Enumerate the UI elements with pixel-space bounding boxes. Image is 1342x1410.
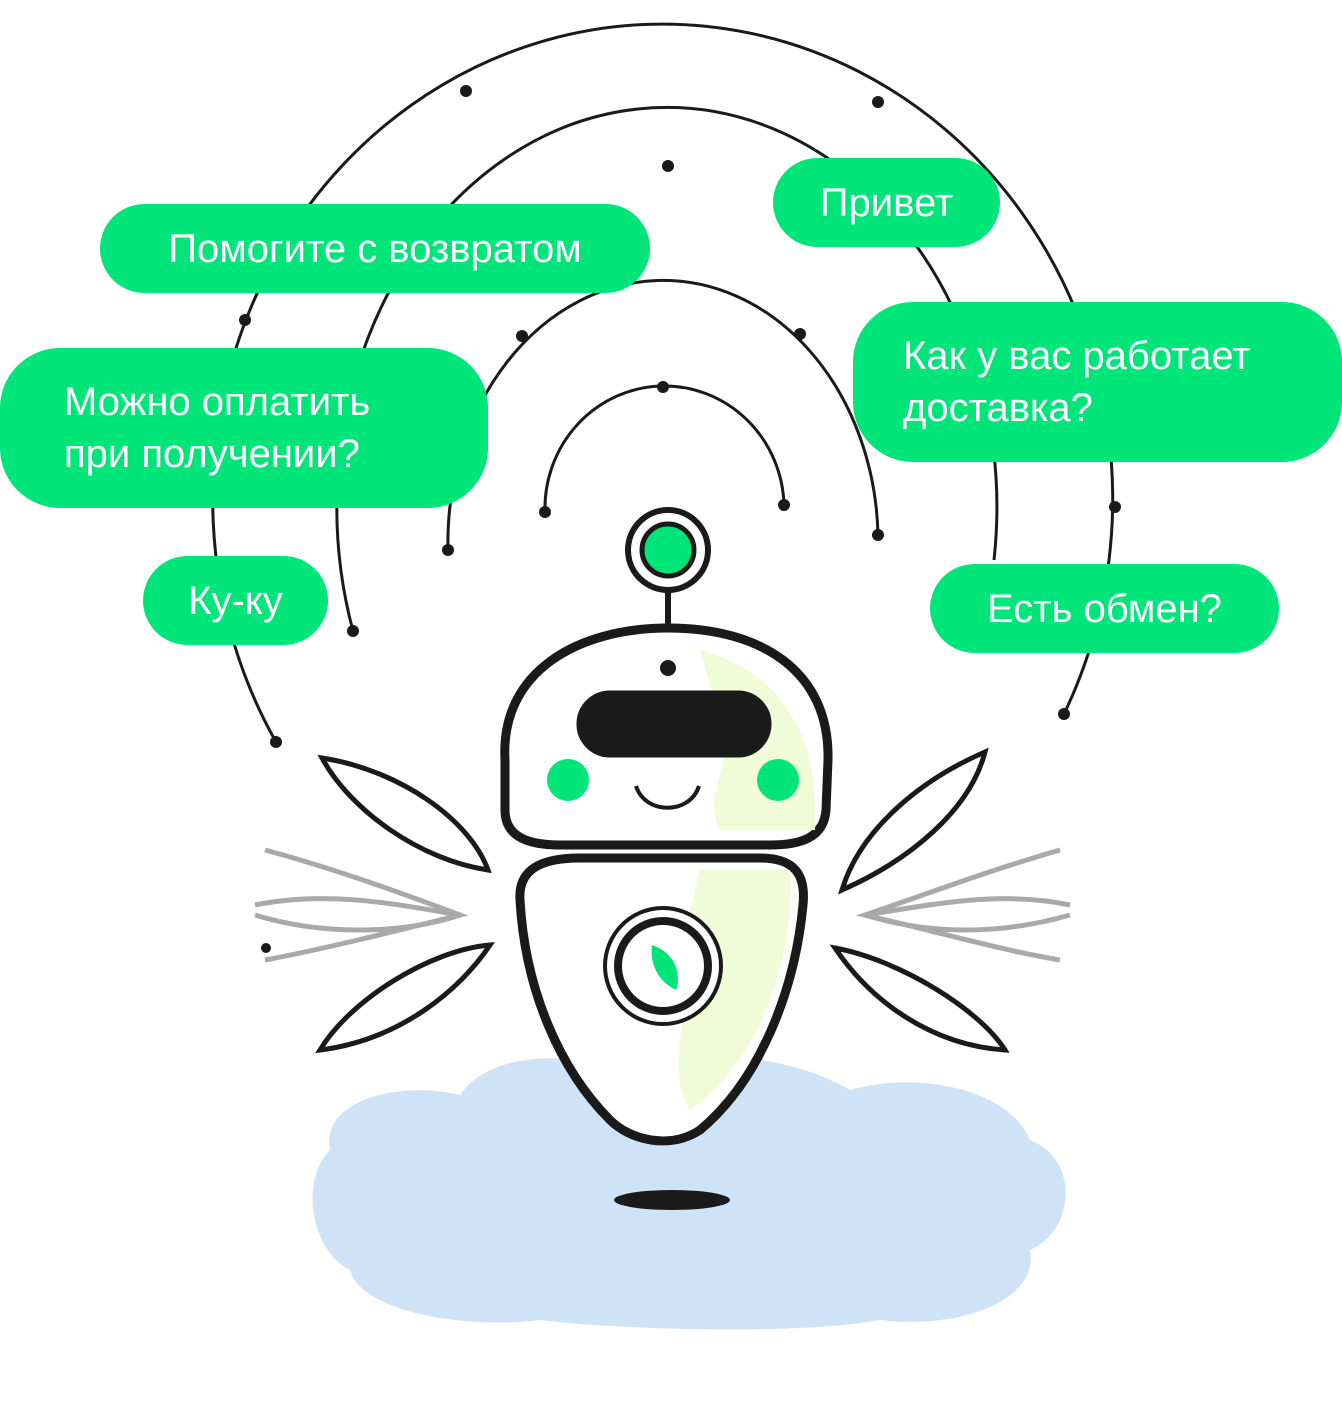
shadow [614,1190,730,1210]
chat-bubble-cuckoo: Ку-ку [143,556,328,645]
signal-arc-1 [543,384,786,513]
chat-bubble-exchange: Есть обмен? [930,564,1279,653]
robot-visor [576,690,772,758]
wing-blur [254,847,1071,963]
wings [315,747,1010,1054]
robot [500,507,833,1146]
chat-bubble-hello: Привет [773,158,1000,247]
chat-bubble-delivery: Как у вас работает доставка? [853,302,1342,462]
arc-dots [239,85,1121,953]
bubble-text: Можно оплатить при получении? [64,380,371,476]
bubble-text: Как у вас работает доставка? [903,334,1251,430]
chat-bubble-pay-on-delivery: Можно оплатить при получении? [0,348,488,508]
chat-bubble-help-return: Помогите с возвратом [100,204,650,293]
